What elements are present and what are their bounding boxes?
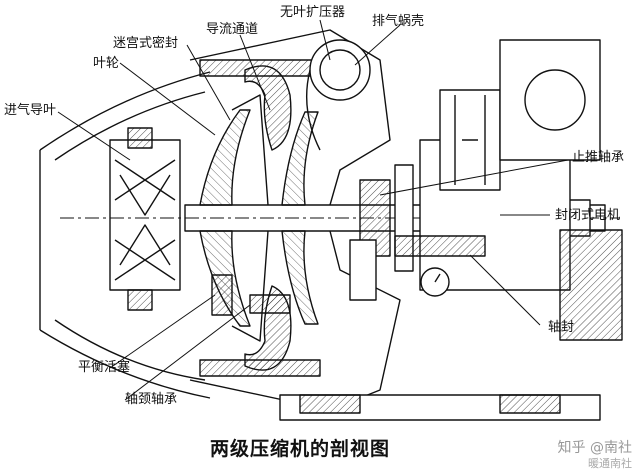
base-plate (279, 394, 601, 421)
label-sealed-motor: 封闭式电机 (555, 208, 621, 223)
inlet-guide-vanes (109, 127, 181, 311)
label-journal-bearing: 轴颈轴承 (125, 392, 178, 407)
shaft-seal (394, 235, 486, 257)
label-labyrinth-seal: 迷宫式密封 (113, 36, 179, 51)
leader-lines (57, 19, 569, 401)
label-balance-piston: 平衡活塞 (78, 360, 131, 375)
label-thrust-bearing: 止推轴承 (572, 150, 625, 165)
label-impeller: 叶轮 (93, 56, 120, 71)
second-stage-impeller (281, 111, 319, 325)
figure-caption: 两级压缩机的剖视图 (210, 438, 391, 460)
sealed-motor (419, 39, 623, 341)
inlet-duct (39, 71, 211, 399)
exhaust-volute (306, 39, 371, 151)
watermark-sub: 暖通南社 (588, 457, 632, 470)
watermark: 知乎 @南社 (557, 440, 632, 456)
label-shaft-seal: 轴封 (548, 320, 575, 335)
label-guide-channel: 导流通道 (206, 22, 259, 37)
balance-piston (211, 274, 233, 316)
label-vaneless-diffuser: 无叶扩压器 (280, 5, 346, 20)
compressor-casing (189, 29, 401, 411)
label-exhaust-volute: 排气蜗壳 (372, 14, 425, 29)
label-inlet-guide-vane: 进气导叶 (4, 103, 57, 118)
journal-bearing (249, 239, 377, 314)
